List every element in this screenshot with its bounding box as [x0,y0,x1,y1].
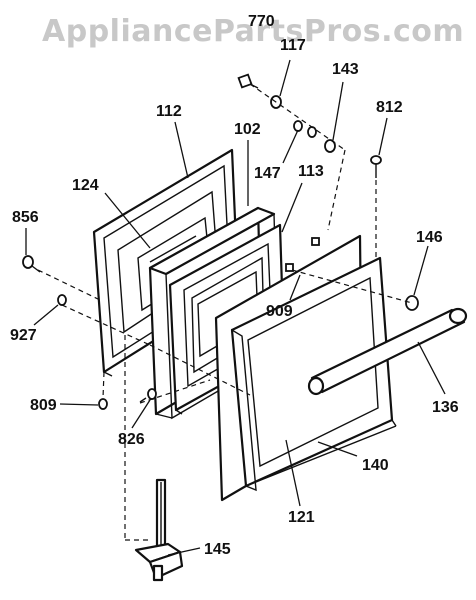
label-121: 121 [288,509,315,526]
watermark-text: AppliancePartsPros.com [42,14,465,49]
door-handle [307,307,468,396]
callout-labels: 770 117 143 812 112 102 124 113 147 856 … [10,13,459,558]
hardware-146-spacer [405,295,419,311]
hardware-812-screw [370,155,382,178]
hardware-909-clip [285,237,320,272]
outer-door-frame [230,256,397,492]
label-770: 770 [248,13,275,30]
callout-leaders [25,59,446,556]
label-809: 809 [30,397,57,414]
label-856: 856 [12,209,39,226]
label-812: 812 [376,99,403,116]
hardware-856-screw [22,255,41,273]
label-145: 145 [204,541,231,558]
label-124: 124 [72,177,99,194]
hardware-927-washer [57,294,67,306]
label-136: 136 [432,399,459,416]
label-143: 143 [332,61,359,78]
hardware-147-spacer [293,120,317,138]
label-826: 826 [118,431,145,448]
label-147: 147 [254,165,281,182]
label-146: 146 [416,229,443,246]
assembly-lines [37,83,413,541]
label-117: 117 [280,37,306,54]
label-909: 909 [266,303,293,320]
door-hinge [134,478,184,582]
label-927: 927 [10,327,37,344]
hardware-143-washer [324,139,336,153]
label-113: 113 [298,163,324,180]
hardware-809-screw [98,398,108,410]
hardware-826-screw [139,388,157,403]
label-112: 112 [156,103,182,120]
label-102: 102 [234,121,261,138]
label-140: 140 [362,457,389,474]
hardware-770-screw [237,73,259,89]
